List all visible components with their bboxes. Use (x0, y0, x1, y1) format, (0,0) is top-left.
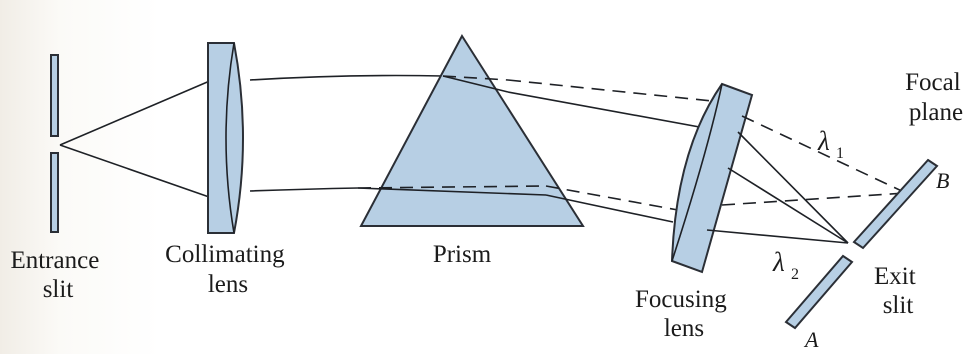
lambda1-ray-lower (545, 185, 679, 211)
lambda2-converging-upper (737, 131, 849, 244)
diverging-ray-upper (59, 79, 213, 146)
dispersed-rays (507, 79, 713, 223)
lambda1-subscript: 1 (836, 145, 844, 162)
collimating-lens-label: Collimating lens (165, 241, 291, 298)
collimating-lens (207, 42, 244, 234)
exit-slit (784, 158, 939, 330)
lambda1-label: λ 1 (817, 126, 844, 162)
collimated-ray-upper (249, 74, 444, 81)
entrance-slit-lower-jaw (50, 152, 59, 233)
point-b-label: B (936, 168, 949, 193)
rays-in-prism (357, 75, 547, 196)
prism-ray-lower-dashed (357, 185, 547, 189)
collimated-rays (249, 74, 444, 192)
lambda2-label: λ 2 (772, 247, 799, 283)
prism-ray-upper-solid (442, 75, 509, 93)
entrance-slit (50, 54, 59, 233)
lambda2-ray-upper (507, 91, 706, 129)
entrance-slit-label: Entrance slit (10, 247, 105, 303)
prism-label: Prism (433, 241, 492, 268)
lambda1-symbol: λ (817, 126, 830, 156)
exit-slit-label: Exit slit (874, 263, 922, 319)
exit-slit-lower-jaw (784, 254, 854, 330)
prism-ray-lower-solid (357, 187, 547, 196)
lambda2-converging-lower (706, 229, 849, 244)
lambda1-ray-upper (507, 79, 713, 102)
lambda1-converging-lower (721, 192, 907, 206)
lambda2-mid-ray (727, 167, 849, 244)
lambda2-subscript: 2 (791, 266, 799, 283)
focusing-lens-label: Focusing lens (635, 286, 733, 342)
prism-ray-upper-dashed (442, 75, 509, 81)
converging-rays (706, 115, 907, 244)
diverging-ray-lower (59, 144, 213, 199)
focusing-lens (670, 82, 754, 274)
collimated-ray-lower (249, 187, 359, 192)
diverging-rays (59, 79, 213, 199)
lambda2-symbol: λ (772, 247, 785, 277)
focal-plane-label: Focal plane (905, 69, 967, 126)
lambda2-ray-lower (545, 194, 674, 223)
entrance-slit-upper-jaw (50, 54, 59, 137)
point-a-label: A (803, 327, 819, 352)
exit-slit-upper-jaw (852, 158, 939, 250)
lambda1-converging-upper (741, 115, 907, 194)
prism (359, 34, 585, 227)
